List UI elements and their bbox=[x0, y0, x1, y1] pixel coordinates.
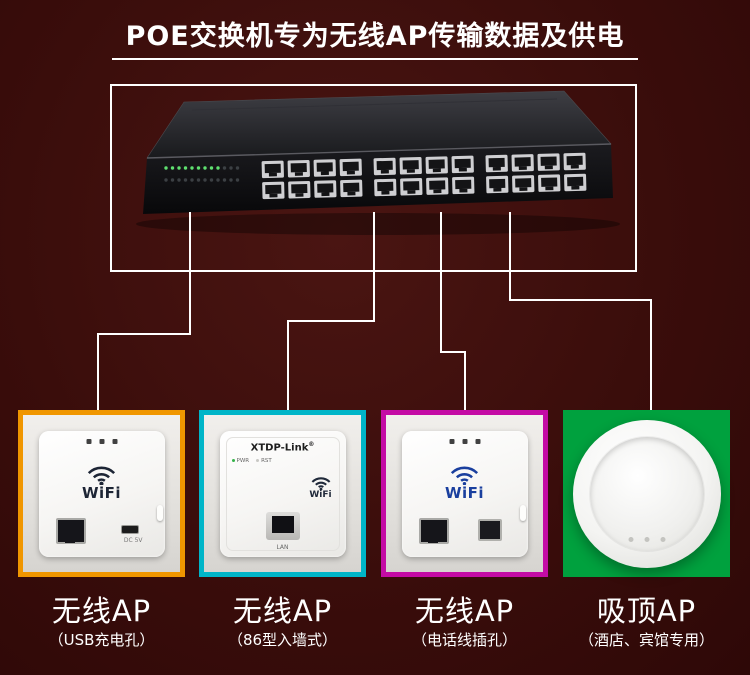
product-sublabel: （酒店、宾馆专用） bbox=[578, 631, 714, 649]
wifi-logo: WiFi bbox=[82, 463, 121, 501]
ceiling-ap-body bbox=[572, 419, 721, 568]
ceiling-ap-dome bbox=[589, 436, 704, 551]
side-button-icon bbox=[156, 504, 163, 521]
lan-port-label: LAN bbox=[276, 543, 289, 551]
product-sublabel: （电话线插孔） bbox=[411, 631, 517, 649]
product-photo-phone-ap: WiFi bbox=[386, 415, 543, 572]
product-label: 无线AP bbox=[51, 594, 152, 628]
wifi-logo: WiFi bbox=[309, 475, 333, 500]
product-box-phone-ap: WiFi bbox=[381, 410, 548, 577]
wifi-arcs-icon bbox=[450, 466, 479, 485]
product-box-ceiling-ap bbox=[563, 410, 730, 577]
side-button-icon bbox=[519, 504, 526, 521]
usb-port-label: DC 5V bbox=[123, 536, 143, 544]
ceiling-ap-led-dots bbox=[628, 536, 665, 542]
plate-frame-line bbox=[225, 436, 340, 551]
product-sublabel: （86型入墙式） bbox=[227, 631, 338, 649]
product-label: 无线AP bbox=[414, 594, 515, 628]
wall-plate: WiFi DC 5V bbox=[38, 430, 165, 557]
product-photo-usb-ap: WiFi DC 5V bbox=[23, 415, 180, 572]
switch-port-groups bbox=[261, 152, 587, 200]
wifi-logo: WiFi bbox=[445, 463, 484, 501]
wifi-arcs-icon bbox=[87, 466, 116, 485]
status-indicator-icons bbox=[86, 438, 117, 444]
wifi-text: WiFi bbox=[444, 483, 485, 502]
phone-port-icon bbox=[477, 518, 502, 541]
wifi-arcs-icon bbox=[311, 476, 330, 490]
product-label: 无线AP bbox=[232, 594, 333, 628]
product-sublabel: （USB充电孔） bbox=[48, 631, 155, 649]
poe-switch-image bbox=[136, 90, 620, 235]
wifi-text: WiFi bbox=[309, 489, 332, 500]
led-indicators: PWR RST bbox=[231, 458, 272, 464]
lan-port-icon bbox=[418, 517, 449, 544]
status-indicator-icons bbox=[449, 438, 480, 444]
wall-plate: XTDP-Link® PWR RST WiFi LAN bbox=[219, 430, 346, 557]
product-photo-ceiling-ap bbox=[568, 415, 725, 572]
product-label: 吸顶AP bbox=[596, 594, 697, 628]
product-box-usb-ap: WiFi DC 5V bbox=[18, 410, 185, 577]
product-box-86-ap: XTDP-Link® PWR RST WiFi LAN bbox=[199, 410, 366, 577]
wifi-text: WiFi bbox=[81, 483, 122, 502]
switch-photo-frame bbox=[110, 84, 637, 272]
brand-label: XTDP-Link® bbox=[250, 440, 315, 453]
usb-port-icon bbox=[121, 525, 138, 533]
switch-led-indicators bbox=[164, 166, 240, 182]
lan-port-icon bbox=[265, 511, 300, 540]
product-photo-86-ap: XTDP-Link® PWR RST WiFi LAN bbox=[204, 415, 361, 572]
wall-plate: WiFi bbox=[401, 430, 528, 557]
lan-port-icon bbox=[55, 517, 86, 544]
title-underline bbox=[112, 58, 638, 60]
page-title: POE交换机专为无线AP传输数据及供电 bbox=[125, 21, 625, 52]
